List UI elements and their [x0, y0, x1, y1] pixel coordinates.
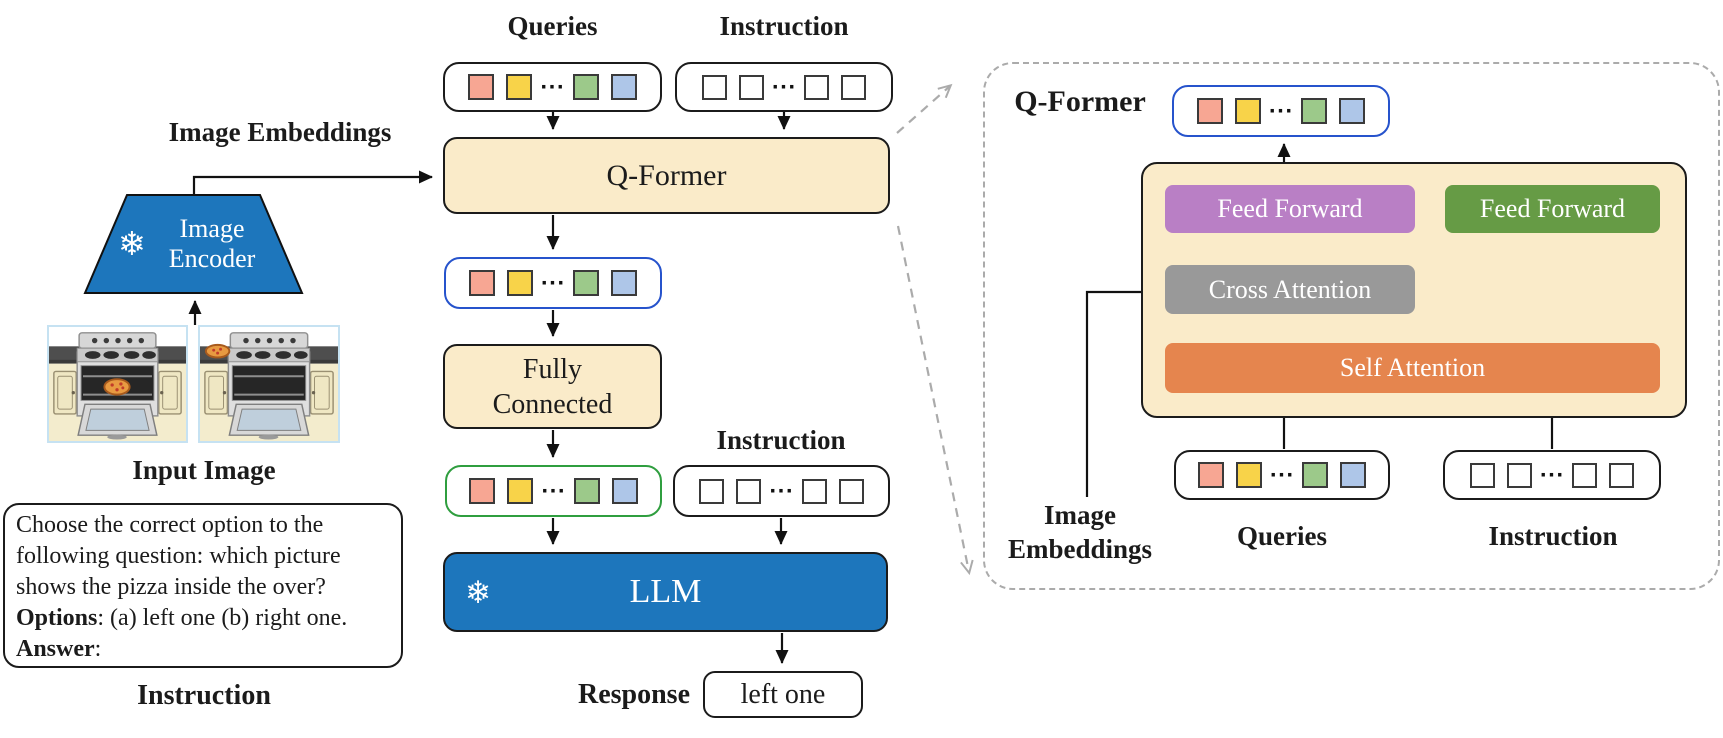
queries-tokens-right: ··· — [1174, 450, 1390, 500]
text-token — [701, 74, 727, 100]
query-token — [1197, 462, 1224, 488]
query-token — [506, 270, 533, 296]
instruction-label-mid: Instruction — [716, 425, 846, 455]
llm-label: LLM — [629, 573, 702, 610]
text-token — [1572, 462, 1598, 488]
text-token — [736, 478, 762, 504]
query-token — [1234, 98, 1261, 124]
feed-forward-right-box: Feed Forward — [1445, 185, 1660, 233]
query-token — [1301, 98, 1328, 124]
text-token — [1469, 462, 1495, 488]
instruction-label-top: Instruction — [719, 11, 849, 41]
qformer-panel-label: Q-Former — [1014, 85, 1146, 118]
query-token — [506, 74, 533, 100]
snowflake-icon: ❄ — [465, 575, 491, 611]
cross-attention-box: Cross Attention — [1165, 265, 1415, 314]
ellipsis: ··· — [540, 76, 565, 98]
text-token — [801, 478, 827, 504]
oven-illustration-left — [49, 332, 186, 441]
instruction-answer-line: Answer: — [16, 636, 102, 662]
instruction-options-line: Options: (a) left one (b) right one. — [16, 605, 348, 631]
query-token — [507, 478, 534, 504]
image-embeddings-label-right: Image Embeddings — [1007, 500, 1153, 564]
qformer-detail-panel — [983, 62, 1720, 590]
qformer-panel-output-tokens: ··· — [1172, 85, 1390, 137]
query-token — [610, 74, 637, 100]
input-image-label: Input Image — [132, 455, 276, 485]
text-token — [1506, 462, 1532, 488]
image-embeddings-label: Image Embeddings — [168, 117, 392, 147]
query-token — [1196, 98, 1223, 124]
text-token — [804, 74, 830, 100]
instruction-tokens-mid: ··· — [673, 465, 890, 517]
qformer-output-tokens: ··· — [444, 257, 662, 309]
instruction-label-right: Instruction — [1488, 521, 1618, 551]
query-token — [1235, 462, 1262, 488]
query-token — [611, 270, 638, 296]
query-token — [611, 478, 638, 504]
instruction-line: following question: which picture — [16, 543, 341, 569]
text-token — [838, 478, 864, 504]
text-token — [699, 478, 725, 504]
pizza — [103, 378, 131, 396]
ellipsis: ··· — [540, 272, 566, 294]
response-box: left one — [703, 671, 863, 718]
query-token — [1340, 462, 1367, 488]
feed-forward-left-box: Feed Forward — [1165, 185, 1415, 233]
query-token — [573, 478, 600, 504]
input-image-right — [198, 325, 340, 443]
query-token — [573, 270, 600, 296]
projected-tokens: ··· — [445, 465, 662, 517]
ellipsis: ··· — [1268, 100, 1294, 122]
text-token — [841, 74, 867, 100]
snowflake-icon: ❄ — [118, 224, 146, 263]
text-token — [1609, 462, 1635, 488]
query-token — [469, 478, 496, 504]
query-token — [468, 74, 495, 100]
instruction-tokens-top: ··· — [675, 62, 893, 112]
ellipsis: ··· — [771, 76, 797, 98]
ellipsis: ··· — [1269, 464, 1295, 486]
image-encoder-shape — [83, 194, 304, 294]
queries-label: Queries — [507, 11, 598, 41]
query-token — [572, 74, 599, 100]
text-token — [738, 74, 764, 100]
instruction-tokens-right: ··· — [1443, 450, 1661, 500]
query-tokens: ··· — [443, 62, 662, 112]
fully-connected-box: Fully Connected — [443, 344, 662, 429]
llm-box: ❄ LLM — [443, 552, 888, 632]
oven-illustration-right — [200, 332, 338, 441]
ellipsis: ··· — [541, 480, 566, 502]
ellipsis: ··· — [769, 480, 794, 502]
query-token — [468, 270, 495, 296]
input-image-left — [47, 325, 188, 443]
instruction-line: Choose the correct option to the — [16, 512, 324, 538]
instruction-text-box: Choose the correct option to the followi… — [3, 503, 403, 668]
qformer-box: Q-Former — [443, 137, 890, 214]
queries-label-right: Queries — [1237, 521, 1327, 551]
instruction-label-bottom: Instruction — [137, 680, 271, 711]
query-token — [1302, 462, 1329, 488]
instruction-line: shows the pizza inside the over? — [16, 574, 326, 600]
query-token — [1339, 98, 1366, 124]
ellipsis: ··· — [1539, 464, 1565, 486]
pizza — [204, 343, 231, 359]
response-label: Response — [577, 679, 690, 710]
self-attention-box: Self Attention — [1165, 343, 1660, 393]
image-encoder-label: Image Encoder — [168, 214, 256, 273]
